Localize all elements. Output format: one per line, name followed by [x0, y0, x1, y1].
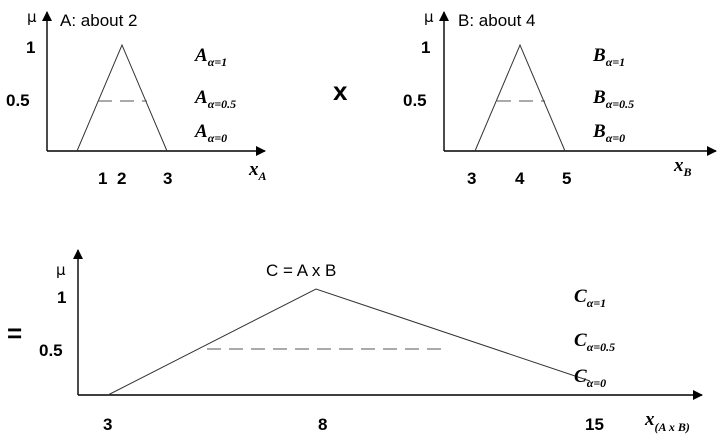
panel-b-x-tick-4: 4	[515, 169, 525, 188]
panel-b-cut-alpha-0.5: Bα=0.5	[592, 87, 634, 111]
panel-a-title: A: about 2	[60, 11, 138, 30]
panel-c-title: C = A x B	[266, 261, 336, 280]
panel-c-membership-triangle	[107, 288, 591, 396]
panel-a-x-tick-2: 2	[117, 169, 126, 188]
panel-c-x-tick-15: 15	[585, 415, 604, 434]
panel-c-cut-alpha-1: Cα=1	[574, 286, 606, 310]
equals-operator: =	[7, 318, 22, 348]
panel-c-x-tick-3: 3	[103, 415, 112, 434]
panel-a-cut-alpha-0.5: Aα=0.5	[194, 87, 236, 111]
panel-c-cut-alpha-0: Cα=0	[574, 366, 606, 390]
panel-b: μ B: about 4 1 0.5 3 4 5 xB Bα=1 Bα=0.5 …	[403, 8, 717, 188]
panel-b-y-tick-1: 1	[421, 38, 430, 57]
panel-b-cut-alpha-0: Bα=0	[592, 121, 625, 145]
panel-a-y-tick-0.5: 0.5	[6, 91, 30, 110]
panel-b-y-label: μ	[424, 8, 434, 26]
panel-b-x-tick-5: 5	[562, 169, 571, 188]
panel-a-x-tick-1: 1	[98, 169, 107, 188]
panel-c-x-label: x(A x B)	[644, 409, 690, 434]
panel-c: μ C = A x B 1 0.5 3 8 15 x(A x B) Cα=1 C…	[39, 249, 703, 434]
panel-a-x-label: xA	[248, 159, 267, 183]
panel-b-cut-alpha-1: Bα=1	[592, 45, 625, 69]
panel-a: μ A: about 2 1 0.5 1 2 3 xA Aα=1 Aα=0.5 …	[6, 8, 267, 188]
panel-b-x-label: xB	[673, 155, 692, 179]
panel-c-cut-alpha-0.5: Cα=0.5	[574, 330, 615, 354]
panel-c-x-tick-8: 8	[318, 415, 327, 434]
panel-c-y-tick-1: 1	[57, 288, 66, 307]
panel-a-y-label: μ	[27, 8, 37, 26]
panel-b-title: B: about 4	[458, 11, 536, 30]
panel-a-x-tick-3: 3	[163, 169, 172, 188]
panel-a-membership-triangle	[76, 43, 168, 152]
panel-a-cut-alpha-1: Aα=1	[194, 45, 227, 69]
panel-a-cut-alpha-0: Aα=0	[194, 121, 227, 145]
panel-c-y-tick-0.5: 0.5	[39, 341, 63, 360]
panel-b-x-tick-3: 3	[467, 169, 476, 188]
panel-a-y-tick-1: 1	[26, 38, 35, 57]
panel-b-membership-triangle	[474, 43, 566, 152]
panel-b-y-tick-0.5: 0.5	[403, 91, 427, 110]
multiply-operator: x	[333, 76, 348, 106]
panel-c-y-label: μ	[56, 261, 66, 279]
